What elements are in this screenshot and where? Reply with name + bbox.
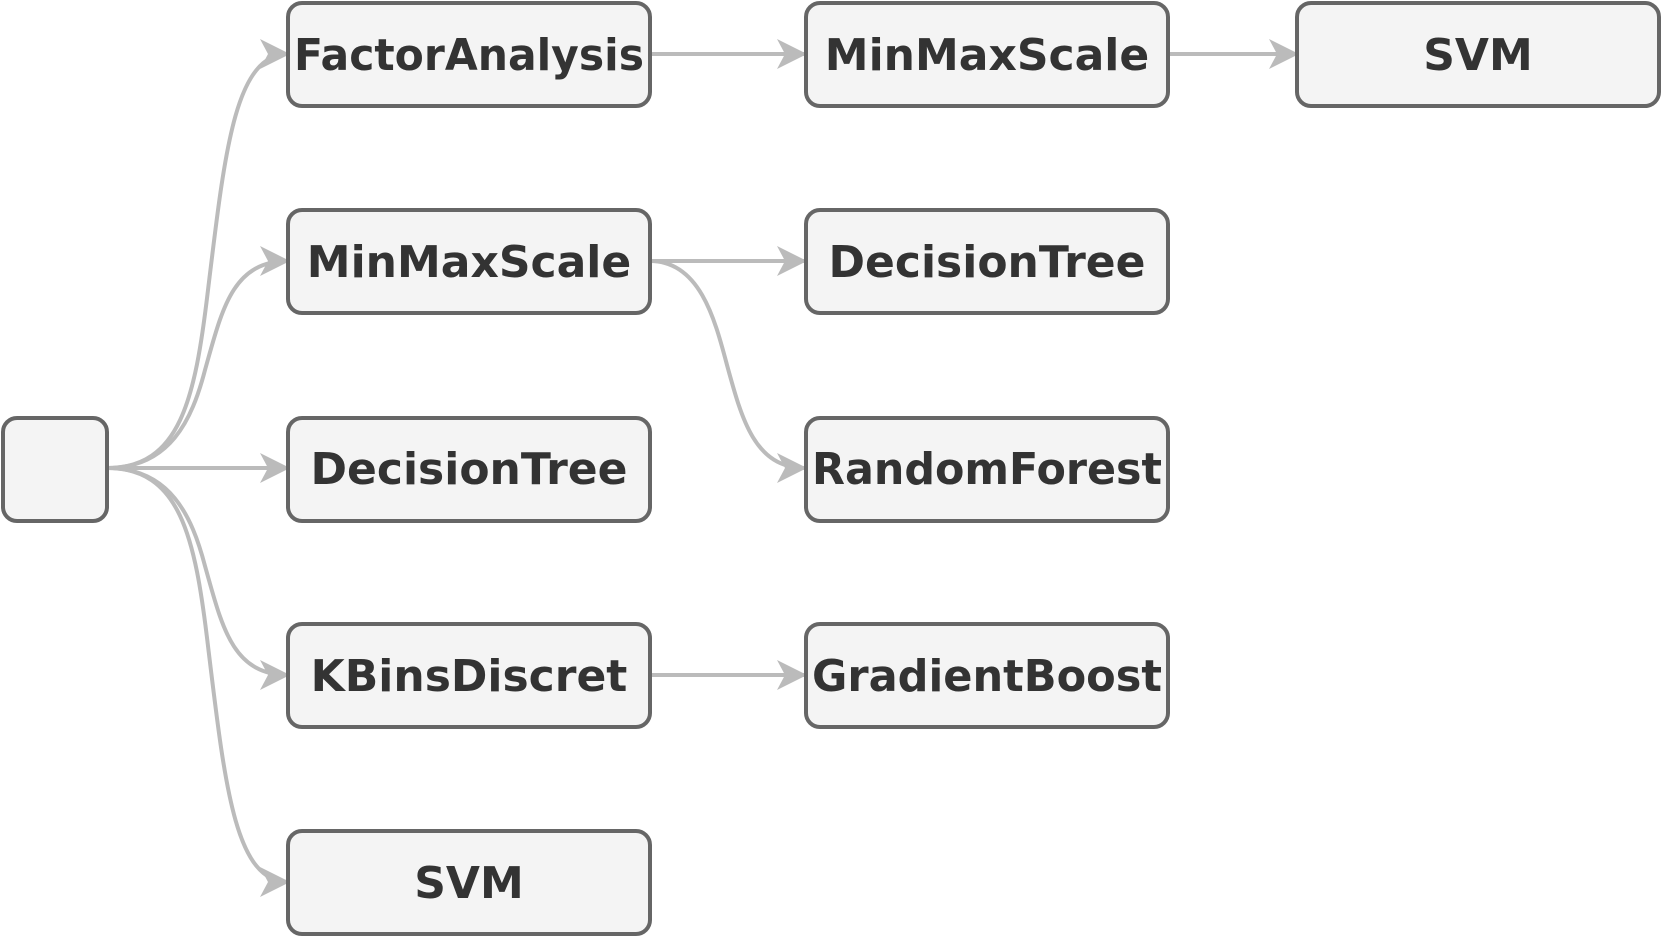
node-label: MinMaxScale [307,237,631,288]
node-label: DecisionTree [829,237,1146,288]
node-label: GradientBoost [812,651,1162,702]
edge-root-to-minmax-scale-1 [106,246,290,470]
node-label: DecisionTree [311,444,628,495]
node-decision-tree-1[interactable]: DecisionTree [286,416,652,523]
node-decision-tree-2[interactable]: DecisionTree [804,208,1170,315]
node-label: SVM [414,858,524,909]
node-minmax-scale-2[interactable]: MinMaxScale [804,1,1170,108]
edges [106,39,1299,897]
node-svm-1[interactable]: SVM [286,829,652,936]
edge-minmax-scale-1-to-random-forest [649,259,807,483]
node-label: KBinsDiscret [311,651,628,702]
node-minmax-scale-1[interactable]: MinMaxScale [286,208,652,315]
edge-root-to-factor-analysis [106,39,290,470]
node-label: RandomForest [812,444,1162,495]
edge-root-to-svm-1 [106,466,290,897]
node-label: MinMaxScale [825,30,1149,81]
node-kbins-discret[interactable]: KBinsDiscret [286,622,652,729]
node-svm-2[interactable]: SVM [1295,1,1661,108]
node-factor-analysis[interactable]: FactorAnalysis [286,1,652,108]
node-root[interactable] [1,416,109,523]
node-label: FactorAnalysis [294,30,644,81]
node-gradient-boost[interactable]: GradientBoost [804,622,1170,729]
node-random-forest[interactable]: RandomForest [804,416,1170,523]
node-label: SVM [1423,30,1533,81]
